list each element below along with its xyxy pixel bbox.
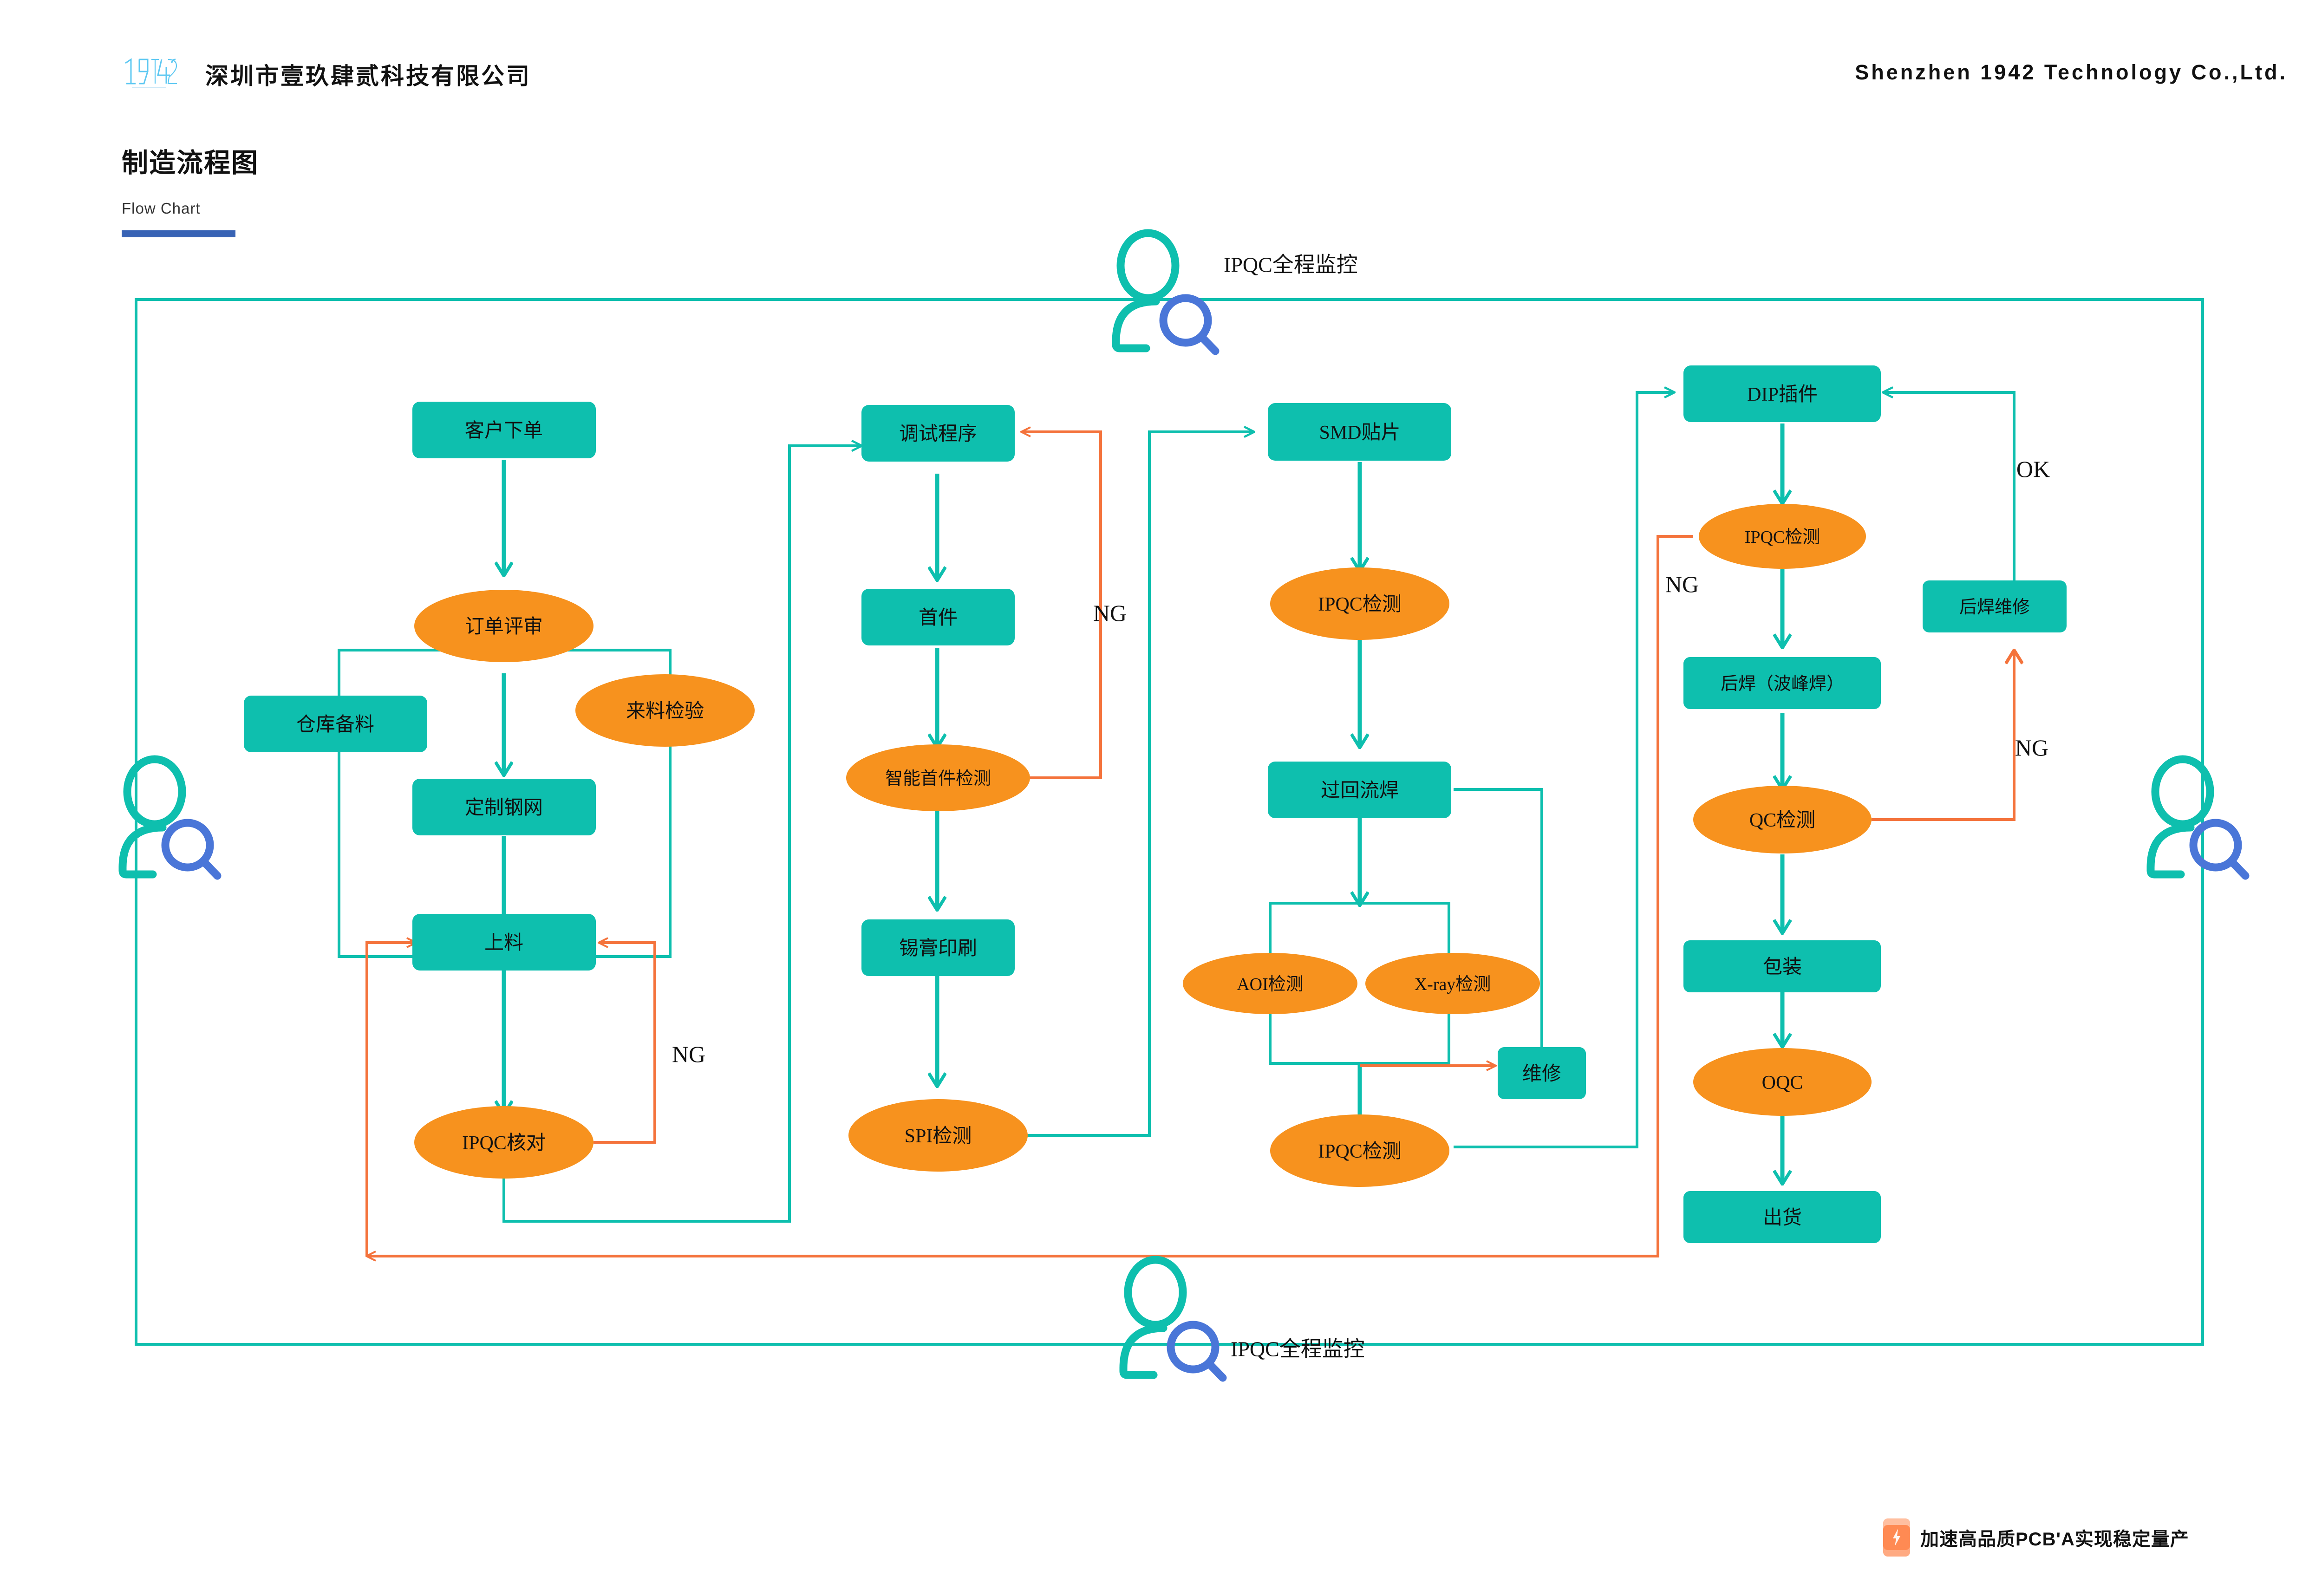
edge-label-ng-4: NG — [2015, 735, 2048, 761]
node-n16[interactable]: AOI检测 — [1183, 953, 1357, 1014]
node-label: IPQC检测 — [1745, 528, 1820, 547]
person-icon — [118, 755, 186, 879]
node-label: X-ray检测 — [1415, 975, 1491, 994]
node-label: 客户下单 — [465, 420, 543, 442]
node-label: 首件 — [919, 607, 958, 629]
node-n9[interactable]: 首件 — [861, 589, 1015, 645]
edge-label-ng-1: NG — [672, 1041, 705, 1067]
title-underline — [122, 230, 235, 237]
edges-orange-col1 — [365, 943, 656, 1256]
node-label: 上料 — [484, 932, 523, 954]
ipqc-monitor-bottom: IPQC全程监控 — [1119, 1256, 1365, 1382]
node-n26[interactable]: 出货 — [1683, 1191, 1881, 1243]
page-title: 制造流程图 — [122, 148, 259, 178]
node-n21[interactable]: IPQC检测 — [1699, 504, 1866, 569]
node-n17[interactable]: X-ray检测 — [1365, 953, 1540, 1014]
node-label: 出货 — [1763, 1207, 1802, 1229]
search-icon — [161, 819, 222, 880]
node-n23[interactable]: QC检测 — [1693, 786, 1872, 853]
edge-label-ok-1: OK — [2016, 456, 2050, 482]
node-n22[interactable]: 后焊（波峰焊） — [1683, 657, 1881, 709]
node-label: OQC — [1762, 1072, 1803, 1094]
person-icon — [2146, 755, 2214, 879]
node-label: 过回流焊 — [1321, 780, 1399, 801]
node-n13[interactable]: SMD贴片 — [1268, 403, 1451, 461]
footer-slogan-text: 加速高品质PCB'A实现稳定量产 — [1920, 1529, 2189, 1550]
node-label: DIP插件 — [1747, 384, 1818, 405]
edges-teal-col4-branch — [1883, 392, 2015, 580]
node-n1[interactable]: 客户下单 — [412, 402, 596, 458]
node-label: SMD贴片 — [1319, 422, 1400, 443]
person-icon — [1119, 1256, 1187, 1379]
node-label: 订单评审 — [465, 616, 543, 638]
company-logo-1942 — [122, 55, 177, 91]
node-n14[interactable]: IPQC检测 — [1270, 567, 1449, 640]
node-n5[interactable]: 定制钢网 — [412, 779, 596, 835]
page-subtitle: Flow Chart — [122, 200, 201, 217]
node-label: 智能首件检测 — [885, 769, 991, 788]
node-label: 来料检验 — [626, 700, 704, 722]
footer-slogan-bar: 加速高品质PCB'A实现稳定量产 — [1883, 1518, 2189, 1557]
edges-teal-col2-out — [1027, 432, 1254, 1137]
node-n4[interactable]: 来料检验 — [575, 674, 755, 747]
node-label: SPI检测 — [905, 1125, 972, 1147]
node-label: AOI检测 — [1237, 975, 1304, 994]
node-n27[interactable]: 后焊维修 — [1923, 580, 2067, 632]
search-icon — [2189, 819, 2250, 880]
node-label: IPQC核对 — [462, 1133, 546, 1154]
node-label: 仓库备料 — [296, 714, 374, 736]
ipqc-monitor-left — [118, 755, 222, 880]
edge-label-ng-2: NG — [1093, 600, 1127, 626]
node-label: IPQC检测 — [1318, 1140, 1402, 1162]
edge-label-ng-3: NG — [1665, 571, 1699, 597]
node-n7[interactable]: IPQC核对 — [414, 1106, 594, 1179]
search-icon — [1159, 294, 1220, 355]
edges-orange-col4 — [367, 535, 2014, 1256]
node-n15[interactable]: 过回流焊 — [1268, 762, 1451, 818]
node-n3[interactable]: 仓库备料 — [244, 696, 427, 752]
node-label: 调试程序 — [899, 423, 977, 445]
node-n19[interactable]: IPQC检测 — [1270, 1114, 1449, 1187]
node-label: 包装 — [1763, 957, 1802, 978]
node-label: 锡膏印刷 — [899, 938, 977, 959]
node-label: 后焊维修 — [1959, 598, 2030, 617]
node-n12[interactable]: SPI检测 — [848, 1099, 1028, 1172]
node-n6[interactable]: 上料 — [412, 914, 596, 971]
node-label: IPQC检测 — [1318, 593, 1402, 615]
node-label: 后焊（波峰焊） — [1721, 674, 1844, 694]
node-n25[interactable]: OQC — [1693, 1048, 1872, 1116]
lightning-bolt-icon — [1883, 1518, 1910, 1557]
ipqc-monitor-right — [2146, 755, 2250, 880]
node-n10[interactable]: 智能首件检测 — [846, 744, 1030, 811]
node-n8[interactable]: 调试程序 — [861, 405, 1015, 462]
edges-teal-col1-branch — [338, 446, 861, 1223]
edges-orange-col2 — [1022, 432, 1102, 779]
node-n20[interactable]: DIP插件 — [1683, 365, 1881, 422]
node-n2[interactable]: 订单评审 — [414, 590, 594, 662]
node-n11[interactable]: 锡膏印刷 — [861, 919, 1015, 976]
ipqc-monitor-top: IPQC全程监控 — [1112, 229, 1358, 355]
ipqc-monitor-bottom-label: IPQC全程监控 — [1231, 1337, 1365, 1361]
node-n24[interactable]: 包装 — [1683, 940, 1881, 992]
company-name-en: Shenzhen 1942 Technology Co.,Ltd. — [1855, 60, 2288, 84]
node-n18[interactable]: 维修 — [1498, 1047, 1586, 1099]
node-label: QC检测 — [1749, 809, 1815, 831]
node-label: 定制钢网 — [465, 797, 543, 819]
node-label: 维修 — [1522, 1063, 1561, 1085]
search-icon — [1167, 1321, 1227, 1382]
person-icon — [1112, 229, 1180, 352]
company-name-cn: 深圳市壹玖肆贰科技有限公司 — [205, 63, 531, 89]
ipqc-monitor-top-label: IPQC全程监控 — [1224, 253, 1358, 277]
